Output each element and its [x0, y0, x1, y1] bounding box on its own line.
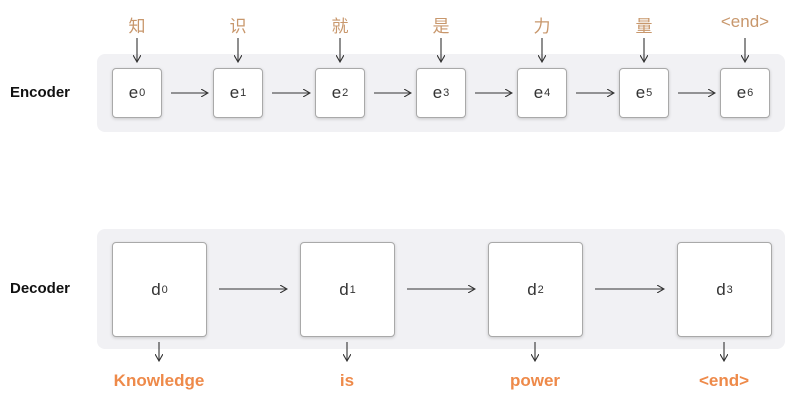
encoder-input-token: 量 — [635, 17, 653, 36]
decoder-output-token: power — [509, 371, 561, 390]
encoder-input-token: 就 — [331, 17, 349, 36]
decoder-output-token: Knowledge — [113, 371, 205, 390]
decoder-output-token: <end> — [698, 371, 750, 390]
encoder-input-token: 力 — [533, 17, 551, 36]
encoder-input-token: <end> — [720, 12, 770, 31]
encoder-label: Encoder — [10, 84, 71, 101]
encoder-input-token: 知 — [128, 17, 146, 36]
encoder-input-token: 识 — [229, 17, 247, 36]
encoder-input-token: 是 — [432, 17, 450, 36]
decoder-label: Decoder — [10, 280, 71, 297]
decoder-output-token: is — [339, 371, 355, 390]
